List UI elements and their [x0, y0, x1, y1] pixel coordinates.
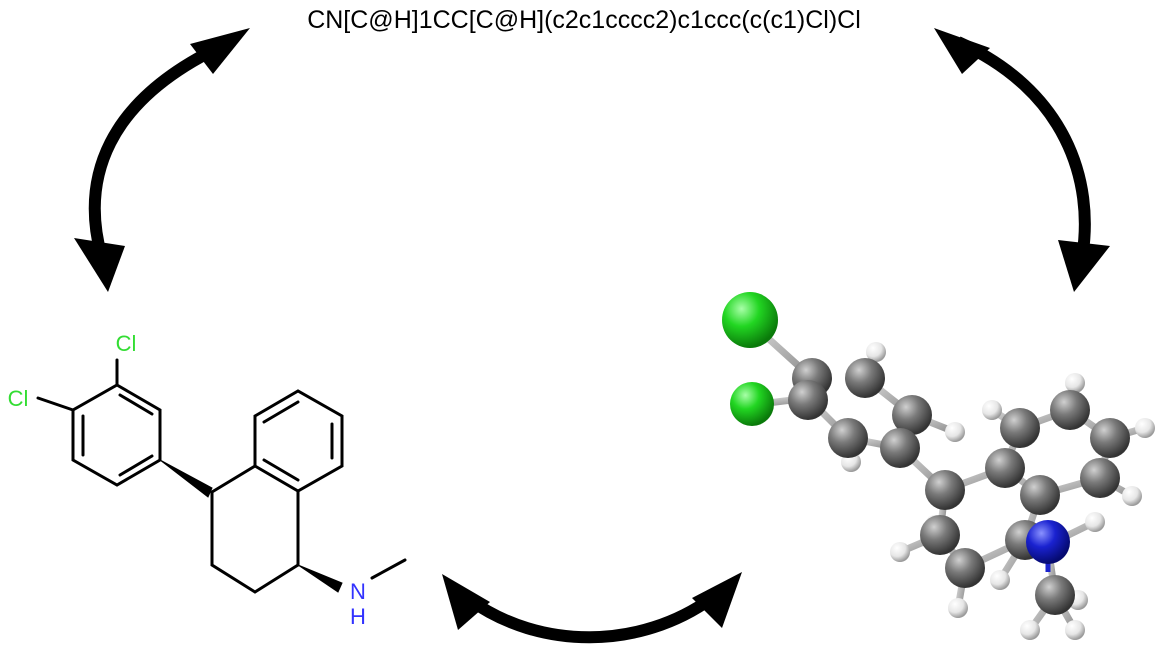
atom-label-h: H [350, 604, 366, 629]
carbon-atom [845, 358, 885, 398]
chlorine-atom [722, 292, 778, 348]
hydrogen-atom [1065, 373, 1085, 393]
carbon-atom [788, 380, 828, 420]
arrowhead-right [1058, 240, 1110, 292]
nitrogen-atom [1026, 520, 1070, 564]
hydrogen-atom [890, 542, 910, 562]
carbon-atom [1090, 418, 1130, 458]
smiles-string: CN[C@H]1CC[C@H](c2c1cccc2)c1ccc(c(c1)Cl)… [307, 6, 861, 34]
arrowhead-bottom-left [442, 574, 490, 630]
wedge-bond-c4 [159, 459, 213, 498]
saturated-ring [210, 490, 300, 594]
hydrogen-atom [1065, 620, 1085, 640]
model-3d [722, 292, 1155, 640]
arrowhead-top-right [934, 28, 990, 74]
hydrogen-atom [1135, 418, 1155, 438]
arrowhead-top-left [190, 28, 250, 74]
bond-n-methyl [370, 558, 407, 580]
carbon-atoms [788, 358, 1130, 615]
atom-label-n: N [350, 579, 366, 604]
carbon-atom [1050, 390, 1090, 430]
hydrogen-atom [1020, 620, 1040, 640]
arrowhead-left [74, 238, 125, 292]
benzo-ring [253, 389, 344, 493]
carbon-atom [1080, 458, 1120, 498]
carbon-atom [828, 418, 868, 458]
carbon-atom [892, 395, 932, 435]
carbon-atom [945, 548, 985, 588]
structure-2d [36, 358, 407, 594]
arrowhead-bottom-right [692, 572, 742, 628]
hydrogen-atom [1122, 486, 1142, 506]
carbon-atom [1000, 408, 1040, 448]
atom-label-cl-top: Cl [116, 331, 137, 356]
hydrogen-atom [948, 598, 968, 618]
wedge-bond-n [297, 564, 343, 593]
hydrogen-atom [982, 400, 1002, 420]
carbon-atom [880, 428, 920, 468]
carbon-atom [985, 448, 1025, 488]
hydrogen-atom [945, 422, 965, 442]
carbon-atom [925, 470, 965, 510]
hydrogen-atom [1085, 512, 1105, 532]
hydrogen-atom [990, 570, 1010, 590]
dichlorophenyl-ring [71, 383, 162, 487]
arrow-smiles-to-2d [74, 28, 250, 292]
hydrogen-atom [866, 342, 886, 362]
arrow-2d-to-3d [442, 572, 742, 644]
atom-label-cl-left: Cl [8, 386, 29, 411]
arrow-smiles-to-3d [934, 28, 1110, 292]
carbon-atom [1035, 575, 1075, 615]
carbon-atom [920, 515, 960, 555]
chlorine-atom [730, 382, 774, 426]
bond-cl-left [36, 396, 75, 412]
carbon-atom [1020, 475, 1060, 515]
